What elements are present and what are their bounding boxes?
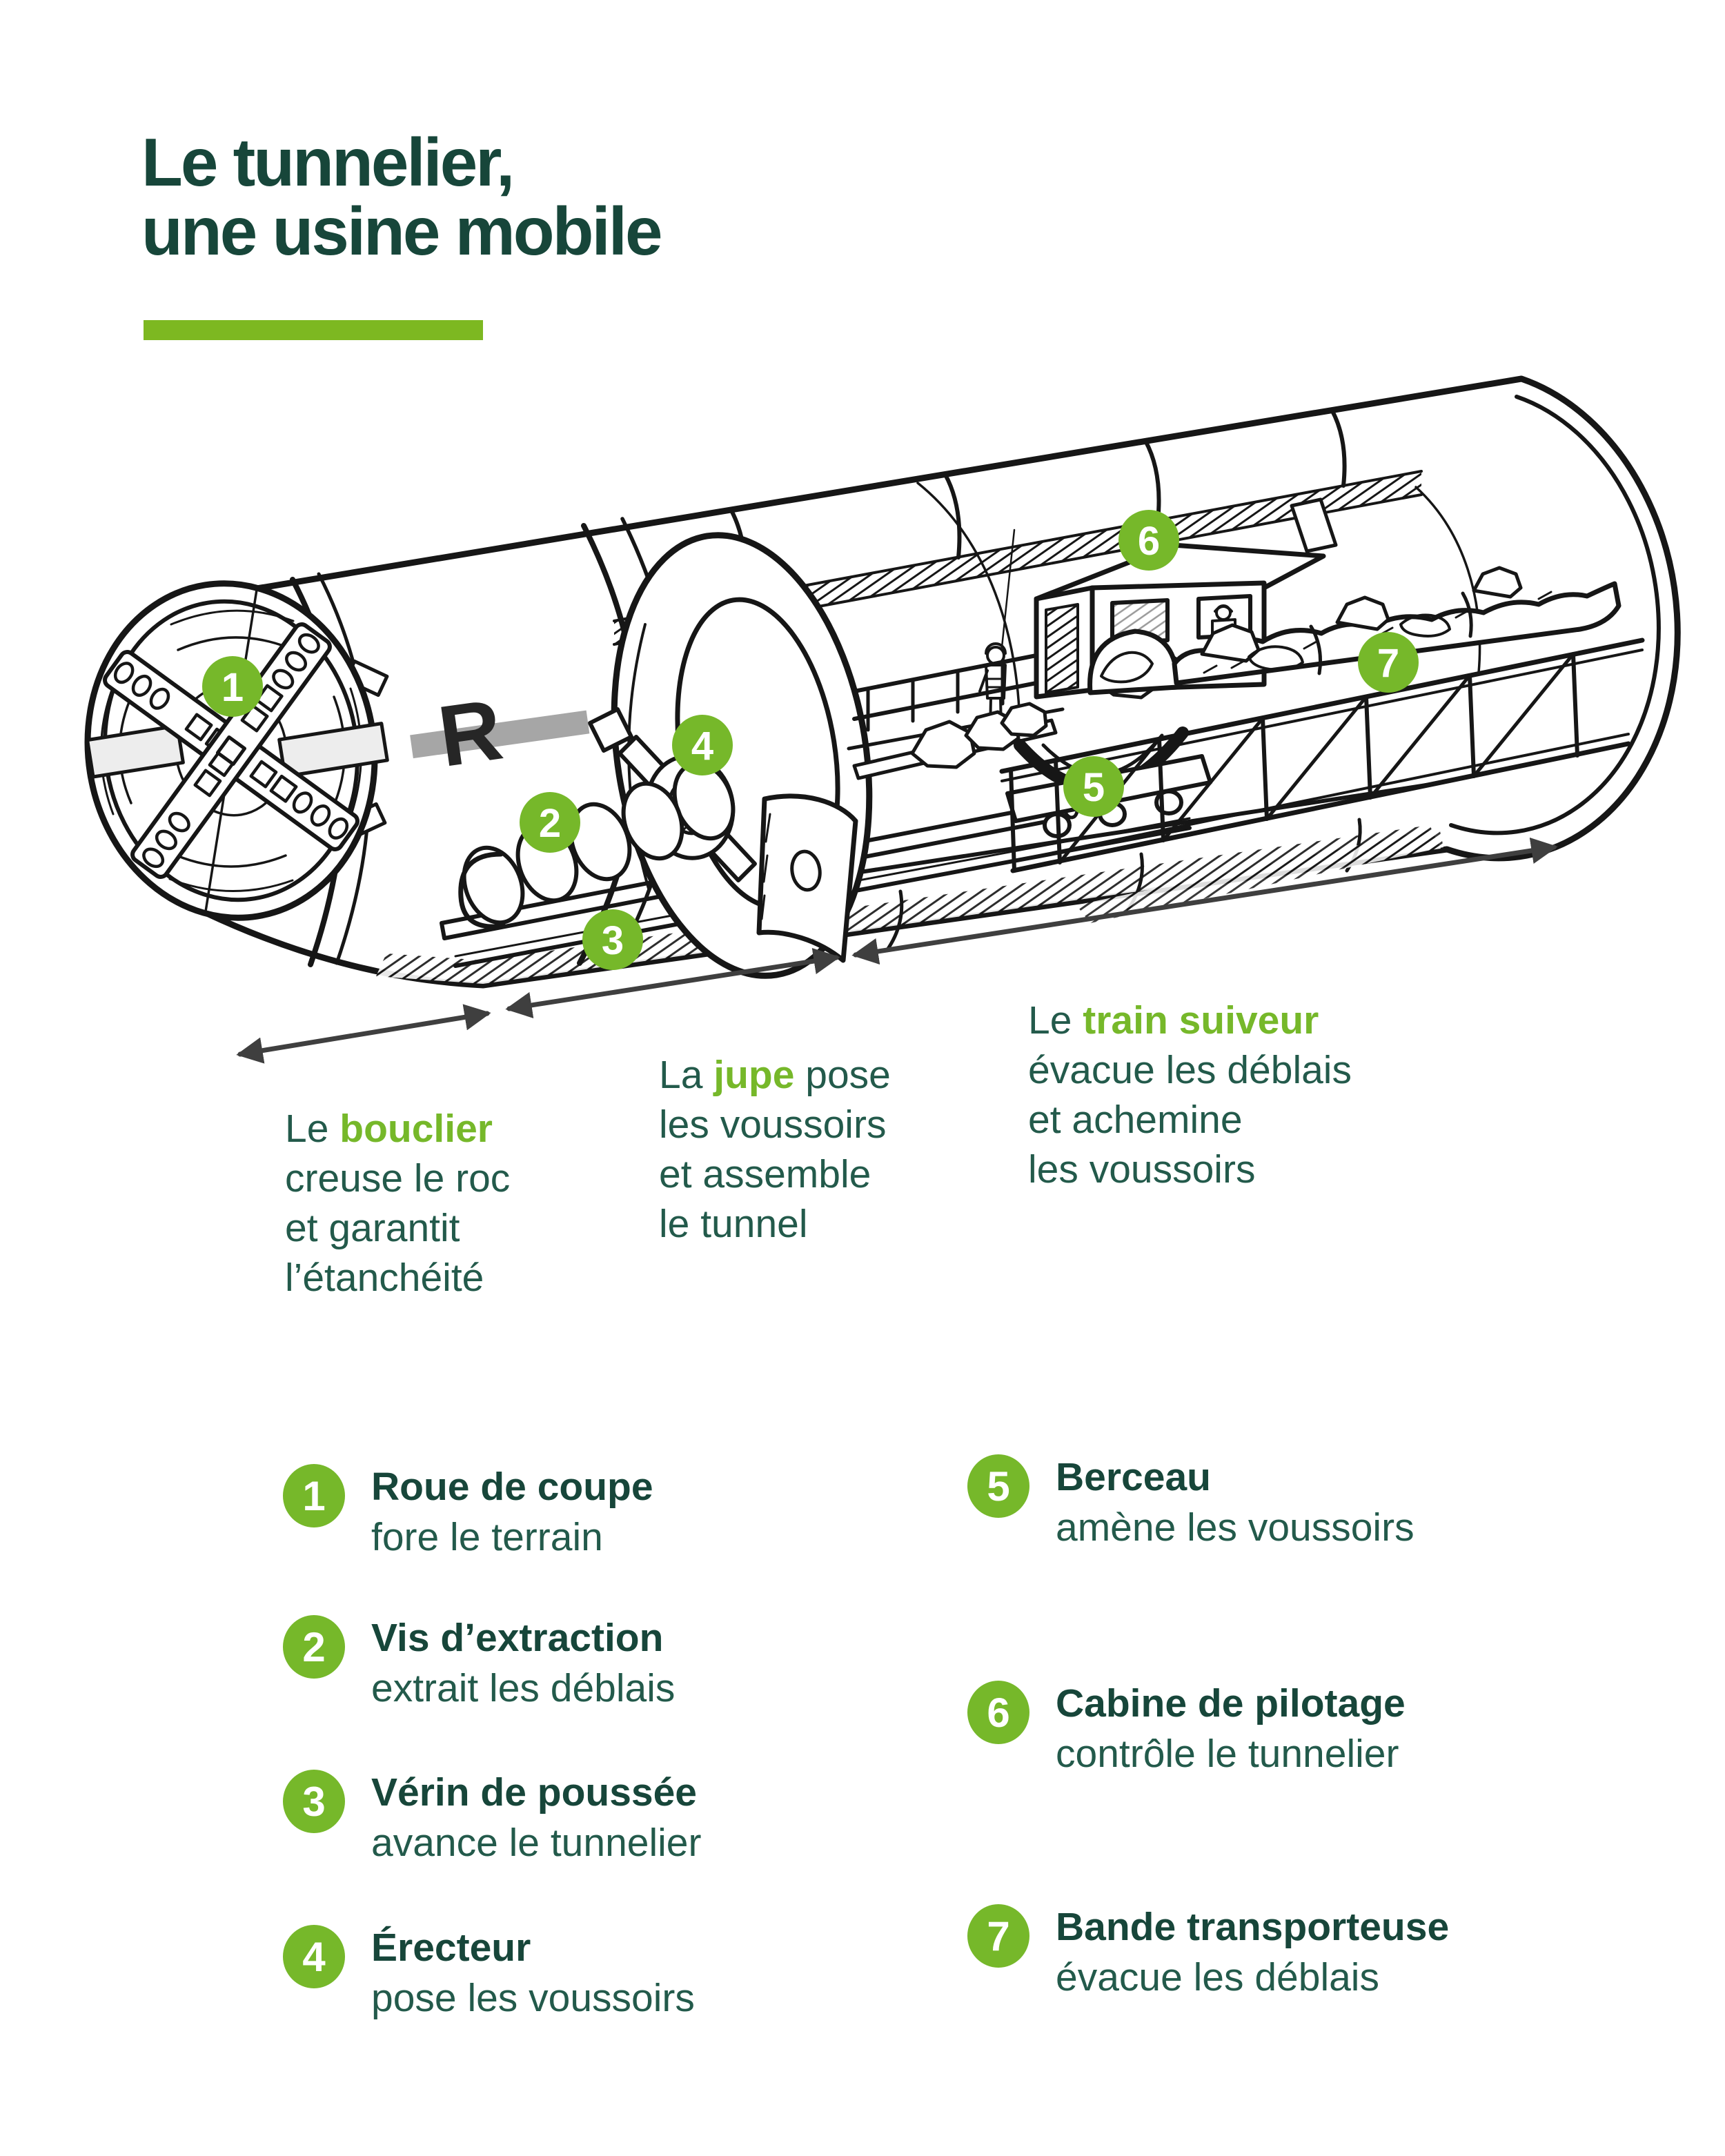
legend-desc: pose les voussoirs: [371, 1976, 695, 2020]
title-underline-bar: [144, 320, 483, 340]
caption-line: les voussoirs: [1028, 1147, 1256, 1191]
diagram-badge-6: 6: [1118, 510, 1179, 571]
legend-item-bande-transporteuse: 7 Bande transporteuse évacue les déblais: [967, 1904, 1449, 1999]
diagram-badge-7: 7: [1358, 632, 1419, 693]
diagram-badge-3: 3: [582, 909, 643, 970]
legend-badge-5: 5: [967, 1454, 1029, 1518]
legend-badge-1: 1: [283, 1464, 345, 1527]
caption-line: le tunnel: [659, 1202, 808, 1246]
span-arrow-train-suiveur: [851, 837, 1558, 965]
legend-item-berceau: 5 Berceau amène les voussoirs: [967, 1454, 1414, 1550]
legend-item-cabine-pilotage: 6 Cabine de pilotage contrôle le tunneli…: [967, 1681, 1406, 1776]
legend-badge-2: 2: [283, 1615, 345, 1679]
caption-line: l’étanchéité: [285, 1256, 484, 1300]
span-arrow-jupe: [505, 948, 840, 1018]
legend-desc: contrôle le tunnelier: [1056, 1732, 1399, 1776]
r-logo: R: [410, 682, 590, 785]
tbm-illustration: R: [84, 375, 1681, 1064]
legend-badge-4: 4: [283, 1925, 345, 1988]
svg-text:6: 6: [1138, 519, 1160, 564]
diagram-badge-4: 4: [672, 715, 733, 775]
legend-item-verin-poussee: 3 Vérin de poussée avance le tunnelier: [283, 1770, 702, 1865]
legend-badge-3: 3: [283, 1770, 345, 1833]
legend-desc: évacue les déblais: [1056, 1955, 1379, 1999]
svg-text:2: 2: [539, 801, 561, 846]
title-line-2: une usine mobile: [141, 193, 662, 269]
svg-text:1: 1: [221, 665, 244, 710]
legend-desc: fore le terrain: [371, 1515, 603, 1559]
caption-line: Le train suiveur: [1028, 998, 1319, 1042]
legend-desc: extrait les déblais: [371, 1666, 676, 1710]
caption-train-suiveur: Le train suiveur évacue les déblais et a…: [1028, 996, 1352, 1194]
machine-body: [202, 375, 1681, 989]
legend-title: Érecteur: [371, 1926, 531, 1970]
legend-badge-7: 7: [967, 1904, 1029, 1968]
page-title: Le tunnelier, une usine mobile: [141, 124, 662, 269]
legend-title: Vis d’extraction: [371, 1616, 664, 1660]
legend-title: Bande transporteuse: [1056, 1905, 1450, 1949]
caption-line: et garantit: [285, 1206, 460, 1250]
legend-title: Roue de coupe: [371, 1465, 653, 1509]
legend-desc: amène les voussoirs: [1056, 1505, 1414, 1550]
legend-title: Vérin de poussée: [371, 1770, 698, 1814]
caption-line: creuse le roc: [285, 1156, 511, 1200]
svg-text:7: 7: [1377, 641, 1399, 686]
svg-text:4: 4: [691, 724, 713, 769]
title-line-1: Le tunnelier,: [141, 124, 515, 200]
legend-desc: avance le tunnelier: [371, 1821, 702, 1865]
svg-text:5: 5: [1083, 765, 1105, 810]
erector-plate: [756, 793, 858, 963]
legend-item-erecteur: 4 Érecteur pose les voussoirs: [283, 1925, 695, 2020]
caption-line: évacue les déblais: [1028, 1048, 1352, 1092]
legend-item-vis-extraction: 2 Vis d’extraction extrait les déblais: [283, 1615, 675, 1710]
caption-line: et assemble: [659, 1152, 871, 1196]
svg-text:3: 3: [602, 918, 624, 963]
legend-badge-6: 6: [967, 1681, 1029, 1744]
diagram-badge-2: 2: [520, 792, 580, 853]
caption-bouclier: Le bouclier creuse le roc et garantit l’…: [285, 1104, 510, 1303]
diagram-badge-1: 1: [202, 656, 263, 717]
span-arrow-bouclier: [236, 1004, 491, 1064]
caption-line: La jupe pose: [659, 1053, 891, 1097]
svg-text:R: R: [433, 682, 508, 785]
caption-line: les voussoirs: [659, 1102, 887, 1147]
legend-title: Cabine de pilotage: [1056, 1681, 1406, 1725]
caption-line: Le bouclier: [285, 1107, 493, 1151]
diagram-badge-5: 5: [1063, 756, 1124, 817]
caption-jupe: La jupe pose les voussoirs et assemble l…: [659, 1050, 891, 1249]
legend-title: Berceau: [1056, 1455, 1211, 1499]
legend-item-roue-de-coupe: 1 Roue de coupe fore le terrain: [283, 1464, 653, 1559]
caption-line: et achemine: [1028, 1098, 1243, 1142]
cutter-wheel: [84, 580, 389, 921]
